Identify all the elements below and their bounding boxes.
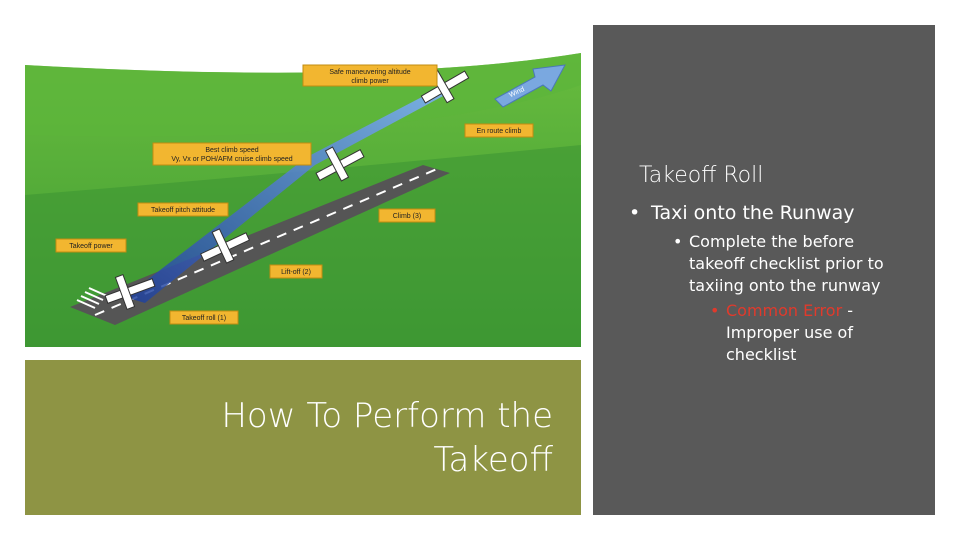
svg-text:En route climb: En route climb — [477, 128, 522, 135]
bullet-glyph: • — [629, 202, 641, 224]
svg-text:Lift-off (2): Lift-off (2) — [281, 269, 311, 276]
bullet-level-3: • Common Error - Improper use of checkli… — [710, 300, 880, 366]
bullet-level-2: • Complete the before takeoff checklist … — [673, 231, 893, 297]
hill-band — [25, 53, 581, 137]
svg-text:Takeoff roll (1): Takeoff roll (1) — [182, 315, 226, 322]
bullet-text: - Improper use of checklist — [726, 301, 854, 364]
svg-text:Vy, Vx or POH/AFM cruise climb: Vy, Vx or POH/AFM cruise climb speed — [171, 156, 292, 163]
svg-text:Takeoff pitch attitude: Takeoff pitch attitude — [151, 207, 215, 214]
sky — [25, 25, 581, 73]
slide-title: How To Perform the Takeoff — [133, 394, 553, 482]
wind-arrow-icon: Wind — [494, 64, 566, 108]
bullet-text: Taxi onto the Runway — [651, 202, 855, 224]
common-error-label: Common Error — [726, 301, 843, 320]
label-best-climb: Best climb speed Vy, Vx or POH/AFM cruis… — [152, 142, 312, 166]
slide-title-line1: How To Perform the — [221, 396, 553, 436]
svg-text:climb power: climb power — [351, 78, 389, 85]
content-heading: Takeoff Roll — [639, 163, 764, 188]
slide-title-line2: Takeoff — [433, 440, 553, 480]
flight-path — [125, 87, 445, 303]
label-takeoff-roll-1: Takeoff roll (1) — [169, 310, 239, 325]
airplane-icon — [104, 274, 156, 310]
bullet-text: Complete the before takeoff checklist pr… — [689, 232, 884, 295]
bullet-glyph: • — [710, 301, 720, 320]
bullet-level-1: • Taxi onto the Runway — [629, 201, 919, 225]
bullet-glyph: • — [673, 232, 683, 251]
label-climb-3: Climb (3) — [378, 208, 436, 223]
runway-threshold — [76, 287, 108, 309]
label-en-route-climb: En route climb — [464, 123, 534, 138]
svg-text:Climb (3): Climb (3) — [393, 213, 421, 220]
content-panel: Takeoff Roll • Taxi onto the Runway • Co… — [593, 25, 935, 515]
svg-text:Takeoff power: Takeoff power — [69, 243, 113, 250]
takeoff-diagram: Wind Safe maneuvering altitude climb pow… — [25, 25, 581, 347]
label-safe-maneuvering: Safe maneuvering altitude climb power — [302, 64, 438, 87]
label-takeoff-pitch: Takeoff pitch attitude — [137, 202, 229, 217]
airplane-icon — [315, 146, 365, 182]
label-takeoff-power: Takeoff power — [55, 238, 127, 253]
title-panel: How To Perform the Takeoff — [25, 360, 581, 515]
svg-text:Safe maneuvering altitude: Safe maneuvering altitude — [329, 69, 410, 76]
svg-text:Best climb speed: Best climb speed — [205, 147, 258, 154]
airplane-icon — [199, 228, 251, 264]
label-liftoff-2: Lift-off (2) — [269, 264, 323, 279]
